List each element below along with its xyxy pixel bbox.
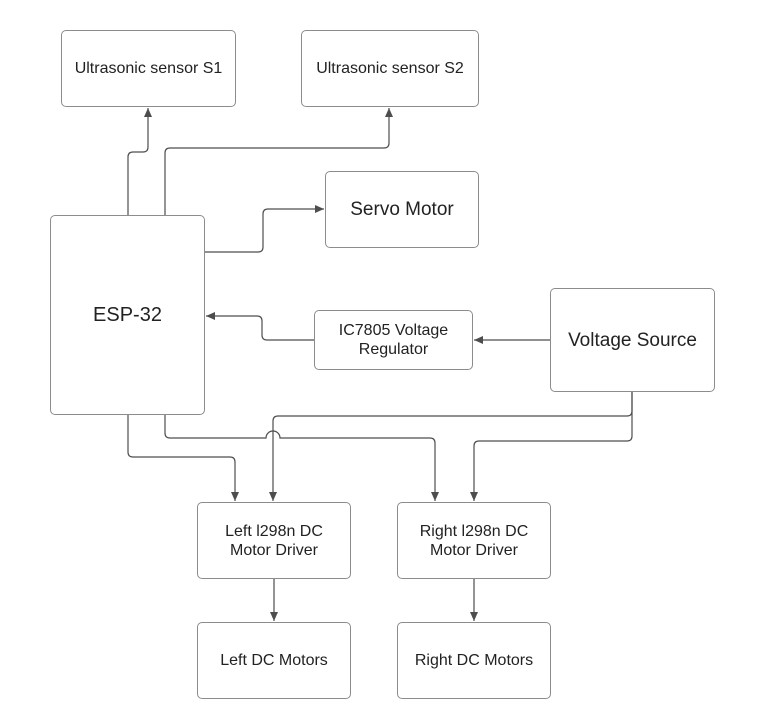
node-label: Left DC Motors (220, 652, 328, 669)
ultrasonic-sensor-s2-node: Ultrasonic sensor S2 (301, 30, 479, 107)
right-motor-driver-node: Right l298n DC Motor Driver (397, 502, 551, 579)
node-label: Ultrasonic sensor S2 (316, 60, 464, 77)
voltage-regulator-node: IC7805 Voltage Regulator (314, 310, 473, 370)
edge-esp-to-s2 (164, 108, 393, 215)
edge-esp-to-right-driver (164, 415, 439, 501)
node-label: Ultrasonic sensor S1 (74, 60, 223, 77)
node-label: IC7805 Voltage Regulator (338, 322, 449, 358)
ultrasonic-sensor-s1-node: Ultrasonic sensor S1 (61, 30, 236, 107)
voltage-source-node: Voltage Source (550, 288, 715, 392)
edge-regulator-to-esp (206, 312, 314, 341)
node-label: Servo Motor (350, 199, 454, 220)
node-label: Left l298n DC Motor Driver (225, 522, 323, 559)
node-label: ESP-32 (93, 303, 162, 326)
right-dc-motors-node: Right DC Motors (397, 622, 551, 699)
left-dc-motors-node: Left DC Motors (197, 622, 351, 699)
edge-esp-to-s1 (127, 108, 152, 215)
esp32-node: ESP-32 (50, 215, 205, 415)
edge-esp-to-left-driver (127, 415, 239, 501)
edge-source-to-left-driver (269, 392, 633, 501)
left-motor-driver-node: Left l298n DC Motor Driver (197, 502, 351, 579)
servo-motor-node: Servo Motor (325, 171, 479, 248)
edge-source-to-right-driver (470, 392, 633, 501)
edge-esp-to-servo (205, 205, 324, 253)
node-label: Voltage Source (568, 329, 697, 351)
node-label: Right l298n DC Motor Driver (419, 522, 529, 559)
node-label: Right DC Motors (414, 652, 534, 669)
